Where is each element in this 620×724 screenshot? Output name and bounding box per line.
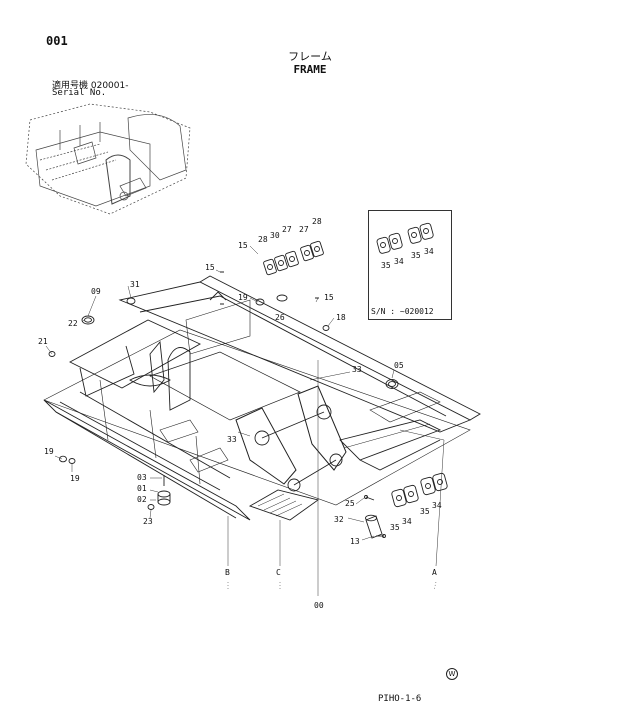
inset-callout-35: 35 [411, 251, 421, 260]
title-japanese: フレーム [288, 50, 332, 63]
callout-27: 27 [282, 225, 292, 234]
callout-19: 19 [70, 474, 80, 483]
inset-serial-text: S/N : ~020012 [371, 307, 434, 316]
callout-27: 27 [299, 225, 309, 234]
reference-b: B [225, 568, 230, 577]
inset-callout-35: 35 [381, 261, 391, 270]
callout-15: 15 [205, 263, 215, 272]
callout-03: 03 [137, 473, 147, 482]
w-mark-icon: W [446, 668, 458, 680]
callout-34: 34 [432, 501, 442, 510]
callout-25: 25 [345, 499, 355, 508]
page-number: 001 [46, 34, 68, 48]
callout-19: 19 [44, 447, 54, 456]
callout-33: 33 [352, 365, 362, 374]
callout-34: 34 [402, 517, 412, 526]
callout-13: 13 [350, 537, 360, 546]
reference-a: A [432, 568, 437, 577]
callout-31: 31 [130, 280, 140, 289]
callout-30: 30 [270, 231, 280, 240]
callout-35: 35 [420, 507, 430, 516]
callout-15: 15 [324, 293, 334, 302]
title-english: FRAME [293, 63, 327, 76]
callout-32: 32 [334, 515, 344, 524]
callout-19: 19 [238, 293, 248, 302]
callout-22: 22 [68, 319, 78, 328]
page-code: PIHO-1-6 [378, 694, 422, 704]
serial-inset-box [368, 210, 452, 320]
callout-15: 15 [238, 241, 248, 250]
inset-callout-34: 34 [394, 257, 404, 266]
callout-26: 26 [275, 313, 285, 322]
reference-00: 00 [314, 601, 324, 610]
callout-21: 21 [38, 337, 48, 346]
callout-23: 23 [143, 517, 153, 526]
callout-28: 28 [258, 235, 268, 244]
inset-callout-34: 34 [424, 247, 434, 256]
callout-28: 28 [312, 217, 322, 226]
callout-09: 09 [91, 287, 101, 296]
callout-05: 05 [394, 361, 404, 370]
callout-01: 01 [137, 484, 147, 493]
reference-c: C [276, 568, 281, 577]
exploded-parts [48, 222, 448, 539]
serial-no-label: Serial No. [52, 88, 107, 98]
leader-lines [45, 245, 445, 596]
callout-33: 33 [227, 435, 237, 444]
callout-35: 35 [390, 523, 400, 532]
serial-applicable-label: 適用号機 020001- [52, 81, 129, 91]
callout-02: 02 [137, 495, 147, 504]
callout-18: 18 [336, 313, 346, 322]
machine-overview-thumbnail [25, 103, 191, 215]
